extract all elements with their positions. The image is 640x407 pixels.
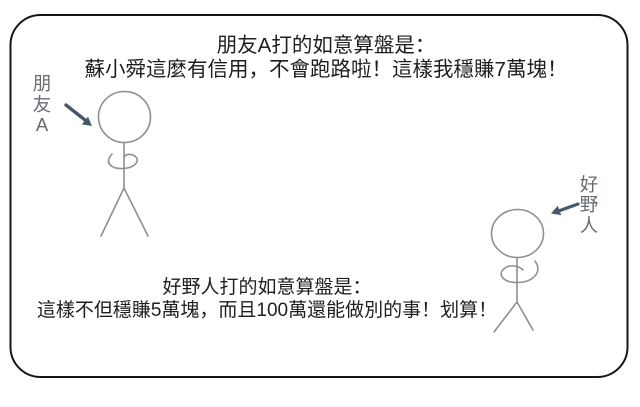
rich-man-head — [490, 208, 545, 259]
rich-man-figure — [490, 208, 545, 333]
rich-man-label: 好 野 人 — [574, 173, 604, 237]
rich-man-thought-line1: 好野人打的如意算盤是： — [162, 276, 372, 298]
friend-a-label-char: 朋 — [32, 73, 52, 94]
rich-man-left-leg — [493, 301, 518, 333]
rich-man-right-leg — [516, 301, 534, 331]
rich-man-arms — [500, 260, 539, 284]
friend-a-left-leg — [100, 187, 125, 237]
friend-a-figure — [97, 90, 152, 237]
rich-man-thought-line2: 這樣不但穩賺5萬塊，而且100萬還能做別的事！划算！ — [36, 299, 498, 321]
friend-a-thought-line1: 朋友A打的如意算盤是： — [216, 33, 436, 57]
friend-a-label: 朋 友 A — [27, 73, 57, 136]
friend-a-label-char: 友 — [32, 93, 52, 115]
panel-border — [9, 14, 629, 378]
friend-a-label-char: A — [35, 114, 49, 135]
rich-man-label-char: 人 — [579, 214, 599, 236]
friend-a-arms — [107, 153, 139, 170]
friend-a-right-leg — [123, 187, 149, 237]
rich-man-label-char: 好 — [579, 173, 599, 195]
rich-man-label-char: 野 — [579, 194, 599, 215]
rich-man-pointer-arrow-icon — [551, 202, 580, 216]
friend-a-head — [97, 90, 152, 144]
friend-a-pointer-arrow-icon — [64, 103, 92, 126]
friend-a-thought-line2: 蘇小舜這麼有信用，不會跑路啦！這樣我穩賺7萬塊！ — [84, 57, 568, 81]
